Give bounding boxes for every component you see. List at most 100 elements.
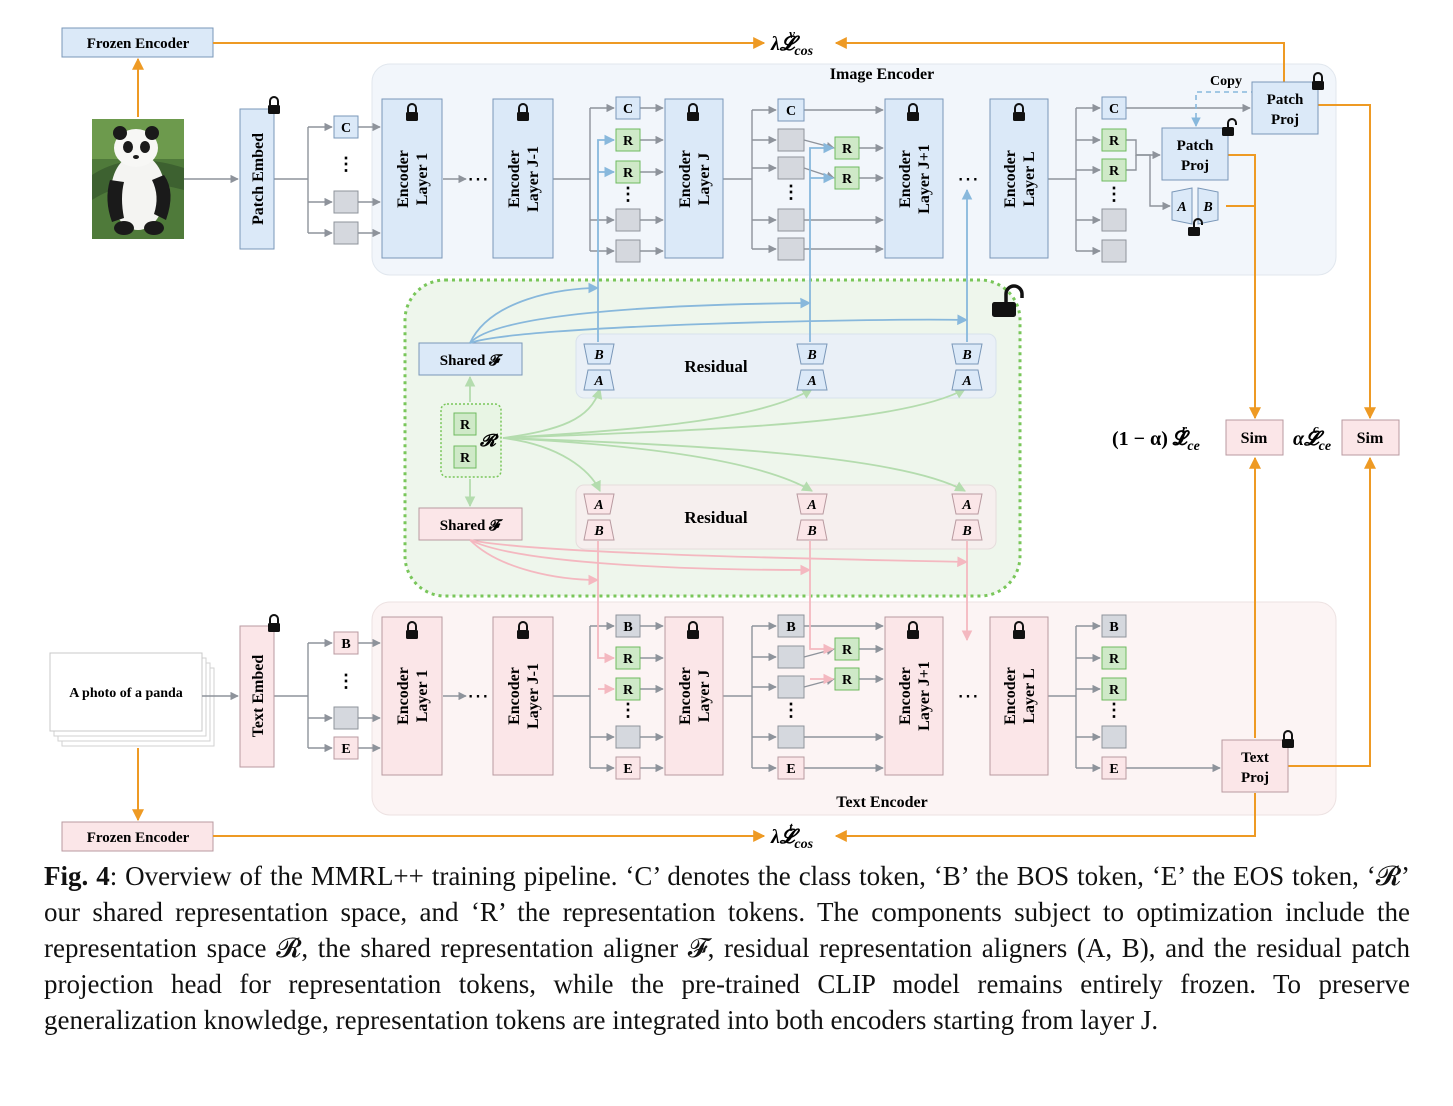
svg-text:Encoder: Encoder bbox=[395, 150, 412, 208]
copy-arrow bbox=[1191, 91, 1256, 127]
svg-text:B: B bbox=[806, 348, 816, 363]
svg-text:E: E bbox=[1109, 762, 1118, 777]
svg-text:C: C bbox=[341, 121, 351, 136]
unlocked-lock-icon bbox=[992, 118, 1237, 317]
svg-text:Proj: Proj bbox=[1181, 158, 1209, 174]
loss-ce-c: α𝓛cec bbox=[1293, 421, 1331, 454]
text-encoder-title: Text Encoder bbox=[836, 794, 927, 811]
svg-text:B: B bbox=[961, 524, 971, 539]
residual-text-band bbox=[575, 484, 997, 550]
svg-text:B: B bbox=[786, 620, 795, 635]
svg-text:Proj: Proj bbox=[1241, 770, 1269, 786]
residual-image-band bbox=[575, 333, 997, 399]
svg-text:Text: Text bbox=[1241, 750, 1269, 766]
svg-text:B: B bbox=[341, 637, 350, 652]
img-proj-b-trapezoid bbox=[1197, 187, 1219, 225]
loss-cos-v: λ𝓛cosv bbox=[770, 26, 814, 59]
svg-text:Encoder: Encoder bbox=[677, 150, 694, 208]
svg-text:A: A bbox=[593, 498, 603, 513]
shared-f-image-label: Shared 𝓕 bbox=[440, 353, 503, 369]
svg-text:A: A bbox=[1176, 200, 1186, 215]
svg-text:R: R bbox=[623, 166, 634, 181]
svg-text:Proj: Proj bbox=[1271, 112, 1299, 128]
svg-text:R: R bbox=[460, 418, 471, 433]
svg-text:E: E bbox=[786, 762, 795, 777]
svg-text:R: R bbox=[623, 683, 634, 698]
svg-text:B: B bbox=[1109, 620, 1118, 635]
svg-text:Patch: Patch bbox=[1267, 92, 1304, 108]
svg-text:⋮: ⋮ bbox=[337, 671, 355, 691]
svg-text:R: R bbox=[1109, 164, 1120, 179]
svg-text:Layer J-1: Layer J-1 bbox=[525, 146, 542, 212]
svg-text:Encoder: Encoder bbox=[897, 150, 914, 208]
svg-text:R: R bbox=[842, 172, 853, 187]
sim-box-c bbox=[1341, 419, 1400, 456]
text-embed-label: Text Embed bbox=[250, 655, 267, 738]
sim-box-r bbox=[1225, 419, 1284, 456]
text-embed bbox=[239, 625, 275, 768]
txt-enc-layer-j-1 bbox=[492, 616, 554, 776]
svg-text:⋮: ⋮ bbox=[619, 700, 637, 720]
svg-text:Encoder: Encoder bbox=[506, 667, 523, 725]
svg-text:Layer J: Layer J bbox=[696, 670, 713, 723]
svg-text:B: B bbox=[806, 524, 816, 539]
patch-proj-residual bbox=[1161, 127, 1229, 181]
svg-text:⋮: ⋮ bbox=[1105, 700, 1123, 720]
svg-text:Encoder: Encoder bbox=[1002, 667, 1019, 725]
svg-text:⋮: ⋮ bbox=[337, 154, 355, 174]
svg-text:E: E bbox=[341, 742, 350, 757]
svg-text:R: R bbox=[623, 652, 634, 667]
svg-text:R: R bbox=[1109, 683, 1120, 698]
svg-text:R: R bbox=[460, 451, 471, 466]
svg-text:⋯: ⋯ bbox=[467, 166, 489, 191]
svg-text:R: R bbox=[1109, 652, 1120, 667]
svg-text:C: C bbox=[623, 102, 633, 117]
svg-text:A: A bbox=[806, 374, 816, 389]
residual-text-aligners: A B A B A B bbox=[583, 493, 983, 541]
frozen-encoder-image-label: Frozen Encoder bbox=[87, 36, 190, 52]
svg-text:C: C bbox=[786, 104, 796, 119]
svg-text:Layer J+1: Layer J+1 bbox=[916, 661, 933, 731]
residual-image-label: Residual bbox=[684, 357, 748, 376]
svg-text:Patch: Patch bbox=[1177, 138, 1214, 154]
svg-text:⋮: ⋮ bbox=[1105, 184, 1123, 204]
sim-label-r: Sim bbox=[1241, 430, 1268, 447]
residual-image-aligners: B A B A B A bbox=[583, 343, 983, 391]
svg-text:R: R bbox=[1109, 134, 1120, 149]
text-encoder-connectors bbox=[202, 621, 1221, 773]
text-tokens: B ⋮ E B R R ⋮ E B ⋮ E R R B R R ⋮ bbox=[333, 614, 1127, 780]
svg-text:A: A bbox=[806, 498, 816, 513]
txt-enc-layer-j+1 bbox=[884, 616, 944, 776]
svg-text:B: B bbox=[593, 524, 603, 539]
svg-text:B: B bbox=[1202, 200, 1212, 215]
svg-text:⋮: ⋮ bbox=[782, 182, 800, 202]
svg-text:A: A bbox=[961, 374, 971, 389]
residual-text-label: Residual bbox=[684, 508, 748, 527]
caption-fig-label: Fig. 4 bbox=[44, 861, 110, 891]
svg-text:R: R bbox=[842, 142, 853, 157]
svg-text:⋯: ⋯ bbox=[957, 683, 979, 708]
img-enc-layer-j+1 bbox=[884, 98, 944, 259]
txt-enc-layer-j bbox=[664, 616, 724, 776]
svg-text:R: R bbox=[842, 673, 853, 688]
image-encoder-title: Image Encoder bbox=[830, 66, 934, 83]
svg-text:Encoder: Encoder bbox=[395, 667, 412, 725]
txt-enc-layer-1 bbox=[381, 616, 443, 776]
img-enc-layer-j bbox=[664, 98, 724, 259]
shared-f-text-label: Shared 𝓕 bbox=[440, 518, 503, 534]
caption-text: : Overview of the MMRL++ training pipeli… bbox=[44, 861, 1410, 1035]
svg-text:E: E bbox=[623, 762, 632, 777]
svg-text:R: R bbox=[623, 134, 634, 149]
patch-embed-label: Patch Embed bbox=[250, 133, 267, 225]
sim-label-c: Sim bbox=[1357, 430, 1384, 447]
svg-text:Encoder: Encoder bbox=[677, 667, 694, 725]
text-proj bbox=[1221, 739, 1289, 793]
rep-token-2 bbox=[453, 445, 477, 469]
patch-proj-frozen bbox=[1251, 81, 1319, 135]
svg-text:B: B bbox=[623, 620, 632, 635]
svg-text:⋮: ⋮ bbox=[619, 184, 637, 204]
training-pipeline-diagram: Image Encoder Text Encoder Residual Resi… bbox=[49, 26, 1400, 852]
loss-ce-r: (1 − α) 𝓛cer bbox=[1112, 421, 1200, 454]
img-enc-layer-1 bbox=[381, 98, 443, 259]
text-encoder-blocks: Text Embed Encoder Layer 1 Encoder Layer… bbox=[239, 616, 1289, 793]
